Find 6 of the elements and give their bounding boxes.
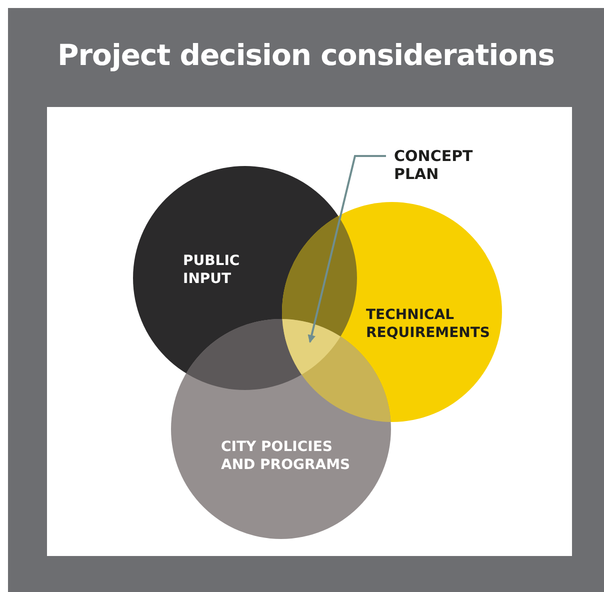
leader-line: [308, 155, 386, 343]
callout-label: CONCEPT PLAN: [394, 147, 474, 183]
title: Project decision considerations: [56, 38, 556, 72]
circle-label: TECHNICAL REQUIREMENTS: [366, 306, 492, 342]
circle-label: CITY POLICIES AND PROGRAMS: [221, 438, 352, 474]
circle-label: PUBLIC INPUT: [183, 252, 241, 288]
